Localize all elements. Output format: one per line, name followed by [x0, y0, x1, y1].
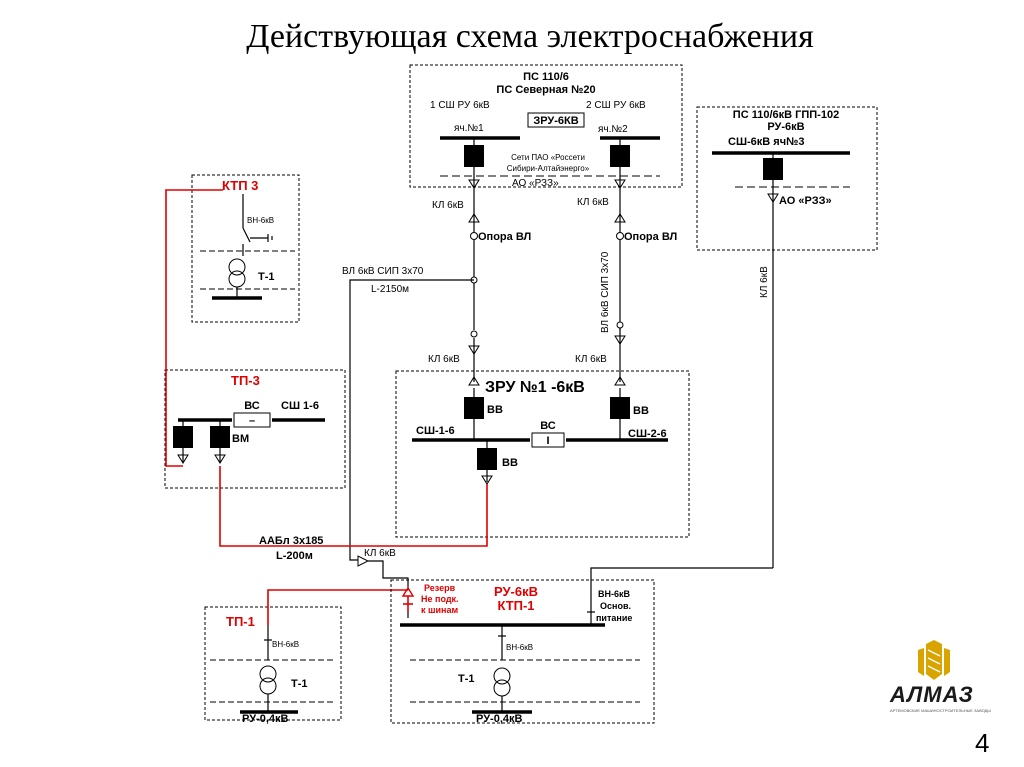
slide-title: Действующая схема электроснабжения	[246, 18, 814, 55]
ktp3-frame	[191, 174, 300, 323]
tp1-vn-label: ВН-6кВ	[272, 640, 299, 649]
ktp1-transformer	[493, 667, 511, 685]
north-breaker-1	[464, 145, 484, 167]
gpp-cable-label: КЛ 6кВ	[759, 266, 770, 298]
ktp3-transformer	[228, 258, 246, 276]
almaz-logo: АЛМАЗ АРТЕМОВСКИЕ МАШИНОСТРОИТЕЛЬНЫЕ ЗАВ…	[884, 640, 994, 720]
tp3-vs-symbol: –	[249, 415, 255, 427]
tp3-breaker-1	[173, 426, 193, 448]
north-bus2-label: 2 СШ РУ 6кВ	[586, 100, 646, 111]
tp3-bus-label: СШ 1-6	[281, 400, 319, 412]
aabl-length-label: L-200м	[276, 550, 313, 562]
zru1-bus1-label: СШ-1-6	[416, 425, 455, 437]
tp3-vm-label: ВМ	[232, 433, 249, 445]
gpp-line1: ПС 110/6кВ ГПП-102	[733, 109, 839, 121]
ktp1-title1: РУ-6кВ	[494, 584, 538, 599]
tp1-t-label: Т-1	[291, 678, 308, 690]
zru1-title: ЗРУ №1 -6кВ	[485, 379, 585, 396]
ktp1-ru-label: РУ-0,4кВ	[476, 713, 522, 725]
ktp1-frame	[390, 579, 655, 724]
right-kl2-label: КЛ 6кВ	[577, 197, 609, 208]
ktp3-vn-label: ВН-6кВ	[247, 216, 274, 225]
zru1-vs-symbol: I	[546, 435, 549, 447]
left-kl3-label: КЛ 6кВ	[428, 354, 460, 365]
ktp-3: КТП 3 ВН-6кВ Т-1	[191, 174, 300, 323]
north-cell1-label: яч.№1	[454, 123, 484, 134]
right-ol-label: ВЛ 6кВ СИП 3х70	[600, 251, 611, 333]
left-ol-length: L-2150м	[371, 284, 409, 295]
zru1-breaker-left	[464, 397, 484, 419]
ktp1-main-line3: питание	[596, 613, 632, 623]
red-cable-reserve	[267, 589, 408, 625]
aabl-spec-label: ААБл 3х185	[259, 535, 323, 547]
pole-left-label: Опора ВЛ	[478, 231, 531, 243]
ktp3-t-label: Т-1	[258, 271, 275, 283]
tp-1: ТП-1 ВН-6кВ Т-1 РУ-0,4кВ	[204, 606, 342, 725]
ol-branch-to-ktp1	[349, 279, 474, 561]
gpp-feed-to-ktp1	[590, 567, 773, 600]
zru1-vv1-label: ВВ	[487, 404, 503, 416]
wheat-emblem-icon	[918, 640, 950, 680]
substation-north-20: ПС 110/6 ПС Северная №20 1 СШ РУ 6кВ 2 С…	[409, 64, 683, 232]
pole-right	[616, 232, 624, 240]
red-cable-aabl	[219, 466, 488, 547]
substation-north-line2: ПС Северная №20	[496, 84, 595, 96]
zru-6kv-box	[527, 112, 585, 128]
substation-gpp-102: ПС 110/6кВ ГПП-102 РУ-6кВ СШ-6кВ яч№3 АО…	[590, 106, 878, 600]
north-bus1-label: 1 СШ РУ 6кВ	[430, 100, 490, 111]
right-kl4-label: КЛ 6кВ	[575, 354, 607, 365]
red-cable-ktp3-tp3	[165, 189, 223, 467]
gpp-rza-label: АО «РЗЗ»	[779, 195, 832, 207]
tp-3: ТП-3 ВС – СШ 1-6 ВМ	[164, 369, 346, 489]
north-owner-line2: Сибири-Алтайэнерго»	[507, 164, 590, 173]
pole-right-label: Опора ВЛ	[624, 231, 677, 243]
page-number: 4	[975, 728, 990, 758]
ktp1-reserve2: Не подк.	[421, 594, 459, 604]
north-owner-line1: Сети ПАО «Россети	[511, 153, 585, 162]
ktp3-title: КТП 3	[222, 178, 258, 193]
pole-left	[470, 232, 478, 240]
ktp1-main-line2: Основ.	[600, 601, 631, 611]
ktp1-t-label: Т-1	[458, 673, 475, 685]
ktp1-reserve1: Резерв	[424, 583, 456, 593]
tp3-breaker-vm	[210, 426, 230, 448]
zru1-frame	[395, 370, 690, 538]
tp1-transformer	[259, 665, 277, 683]
tp3-vs-label: ВС	[244, 400, 260, 412]
substation-north-line1: ПС 110/6	[523, 71, 569, 83]
tp1-frame	[204, 606, 342, 721]
zru1-vs-label: ВС	[540, 420, 556, 432]
zru1-vv3-label: ВВ	[502, 457, 518, 469]
aabl-kl-label: КЛ 6кВ	[364, 548, 396, 559]
ktp1-reserve3: к шинам	[421, 605, 458, 615]
north-rza-label: АО «РЗЗ»	[512, 178, 559, 189]
tp3-title: ТП-3	[231, 373, 260, 388]
logo-subtext: АРТЕМОВСКИЕ МАШИНОСТРОИТЕЛЬНЫЕ ЗАВОДЫ	[890, 708, 991, 713]
ktp1-title2: КТП-1	[497, 598, 534, 613]
tp3-frame	[164, 369, 346, 489]
zru1-vv2-label: ВВ	[633, 405, 649, 417]
ktp-1: РУ-6кВ КТП-1 Резерв Не подк. к шинам ВН-…	[390, 579, 655, 725]
zru1-breaker-out	[477, 448, 497, 470]
zru1-bus2-label: СШ-2-6	[628, 428, 667, 440]
north-cell2-label: яч.№2	[598, 124, 628, 135]
tp1-title: ТП-1	[226, 614, 255, 629]
gpp-cell-label: СШ-6кВ яч№3	[728, 136, 804, 148]
gpp-breaker	[763, 158, 783, 180]
zru-1: ЗРУ №1 -6кВ ВВ ВВ СШ-1-6 СШ-2-6 ВС I ВВ	[395, 370, 690, 538]
zru-6kv-label: ЗРУ-6КВ	[533, 115, 578, 127]
substation-north-frame	[409, 64, 683, 188]
gpp-frame	[696, 106, 878, 251]
logo-text: АЛМАЗ	[890, 682, 974, 707]
gpp-line2: РУ-6кВ	[767, 121, 804, 133]
left-kl1-label: КЛ 6кВ	[432, 200, 464, 211]
ktp1-vn-label: ВН-6кВ	[506, 643, 533, 652]
north-breaker-2	[610, 145, 630, 167]
zru1-breaker-right	[610, 397, 630, 419]
tp1-ru-label: РУ-0,4кВ	[242, 713, 288, 725]
ktp1-main-line1: ВН-6кВ	[598, 589, 631, 599]
left-ol-label: ВЛ 6кВ СИП 3х70	[342, 266, 424, 277]
